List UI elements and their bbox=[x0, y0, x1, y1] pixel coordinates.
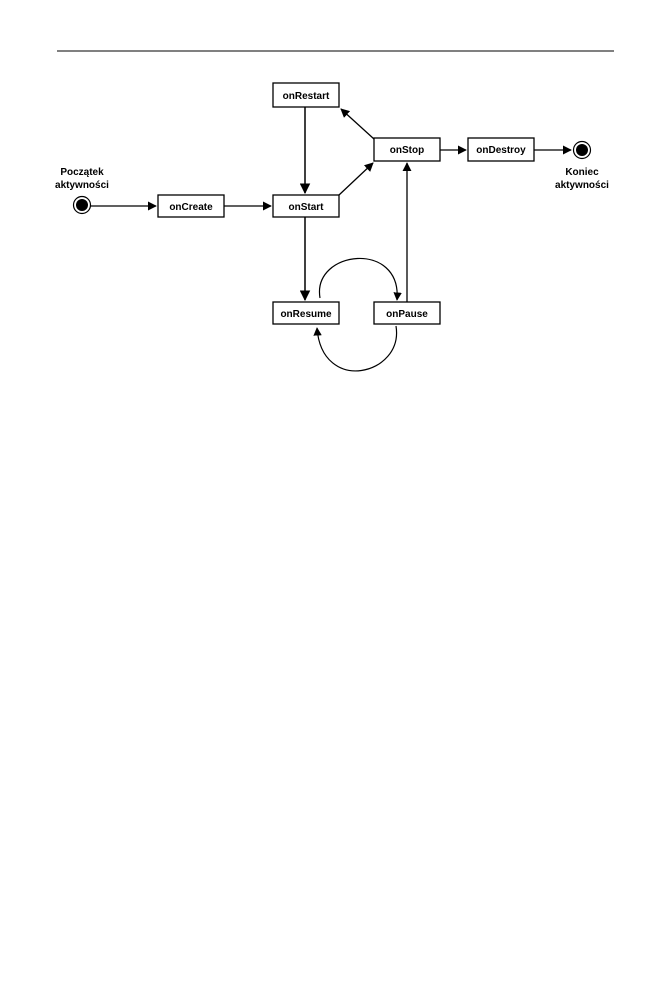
start-point bbox=[72, 195, 92, 215]
edge-onstart-to-onstop bbox=[338, 162, 374, 196]
end-label-line2: aktywności bbox=[555, 180, 609, 191]
edge-onpause-to-onresume bbox=[313, 325, 398, 372]
start-label-line1: Początek bbox=[60, 167, 104, 178]
node-onpause-label: onPause bbox=[386, 309, 428, 320]
node-onrestart: onRestart bbox=[272, 82, 340, 108]
end-label-line1: Koniec bbox=[565, 167, 599, 178]
end-point bbox=[572, 140, 592, 160]
start-label-line2: aktywności bbox=[55, 180, 109, 191]
node-onstop: onStop bbox=[373, 137, 441, 162]
node-onrestart-label: onRestart bbox=[283, 91, 330, 102]
node-onstop-label: onStop bbox=[390, 145, 424, 156]
node-ondestroy: onDestroy bbox=[467, 137, 535, 162]
node-onstart-label: onStart bbox=[289, 202, 325, 213]
node-oncreate: onCreate bbox=[157, 194, 225, 218]
node-ondestroy-label: onDestroy bbox=[476, 145, 526, 156]
node-oncreate-label: onCreate bbox=[169, 202, 213, 213]
node-onresume-label: onResume bbox=[280, 309, 332, 320]
node-onresume: onResume bbox=[272, 301, 340, 325]
edge-onresume-to-onpause bbox=[319, 257, 402, 301]
node-onpause: onPause bbox=[373, 301, 441, 325]
node-onstart: onStart bbox=[272, 194, 340, 218]
edge-onstop-to-onrestart bbox=[340, 108, 375, 140]
